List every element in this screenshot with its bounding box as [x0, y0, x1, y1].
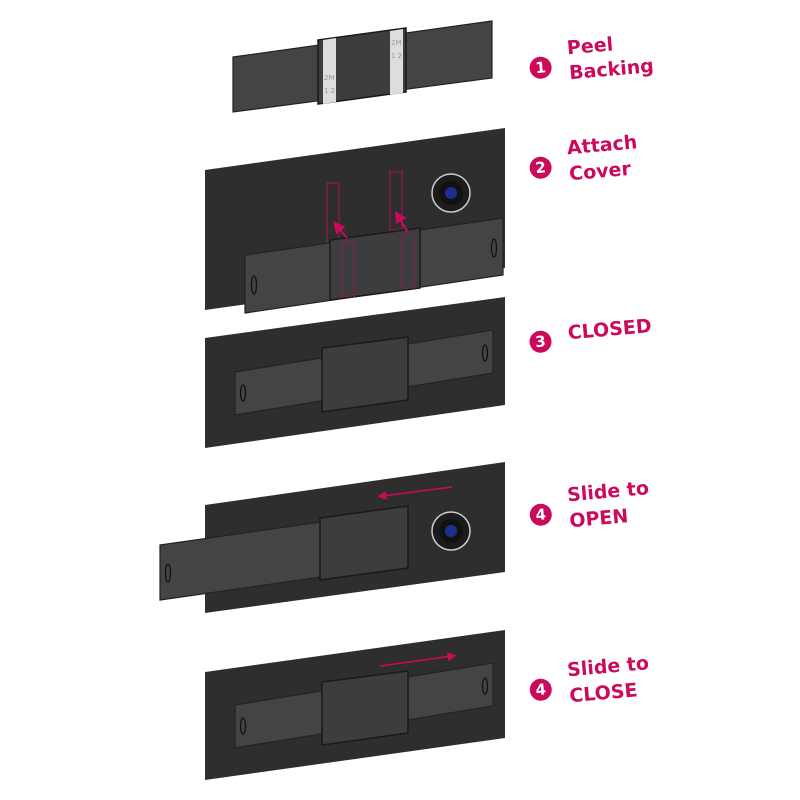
step-number-badge [529, 56, 552, 79]
step-4-open-illustration [159, 462, 505, 613]
step-2-illustration [205, 128, 505, 314]
step-number: 2 [535, 158, 547, 177]
step-number-badge [529, 156, 552, 179]
step-number: 4 [535, 505, 547, 524]
step-text: Backing [568, 55, 654, 84]
step-number-badge [529, 678, 552, 701]
step-number: 4 [535, 680, 547, 699]
step-text: Slide to [566, 652, 650, 681]
adhesive-tape-right [390, 29, 403, 95]
step-text: OPEN [568, 505, 629, 532]
tape-text: 2M [324, 74, 335, 82]
step-number: 1 [535, 58, 547, 77]
tape-text: 1 2 [391, 52, 402, 60]
step-label-3: 3 CLOSED [529, 315, 653, 353]
tape-text: 2M [391, 39, 402, 47]
step-label-4: 4 Slide to OPEN [529, 477, 650, 532]
step-text: Cover [568, 158, 632, 185]
step-label-2: 2 Attach Cover [529, 131, 638, 185]
step-text: CLOSED [567, 315, 653, 344]
step-5-close-illustration [205, 630, 505, 780]
step-3-illustration [205, 297, 505, 448]
step-text: Peel [566, 33, 614, 59]
step-number-badge [529, 503, 552, 526]
step-label-1: 1 Peel Backing [529, 33, 655, 84]
slide-left-arrow-icon [377, 486, 453, 500]
step-1-illustration: 2M 1 2 2M 1 2 [232, 20, 493, 113]
step-text: Slide to [566, 477, 650, 506]
step-number-badge [529, 330, 552, 353]
camera-icon [431, 511, 471, 551]
step-number: 3 [535, 332, 547, 351]
camera-icon [431, 173, 471, 213]
step-text: CLOSE [568, 679, 638, 707]
adhesive-tape-left [323, 38, 336, 104]
step-text: Attach [566, 131, 638, 159]
step-label-5: 4 Slide to CLOSE [529, 652, 650, 707]
slide-right-arrow-icon [379, 652, 457, 667]
tape-text: 1 2 [324, 87, 335, 95]
arrow-icon [333, 221, 348, 239]
arrow-icon [394, 210, 408, 232]
